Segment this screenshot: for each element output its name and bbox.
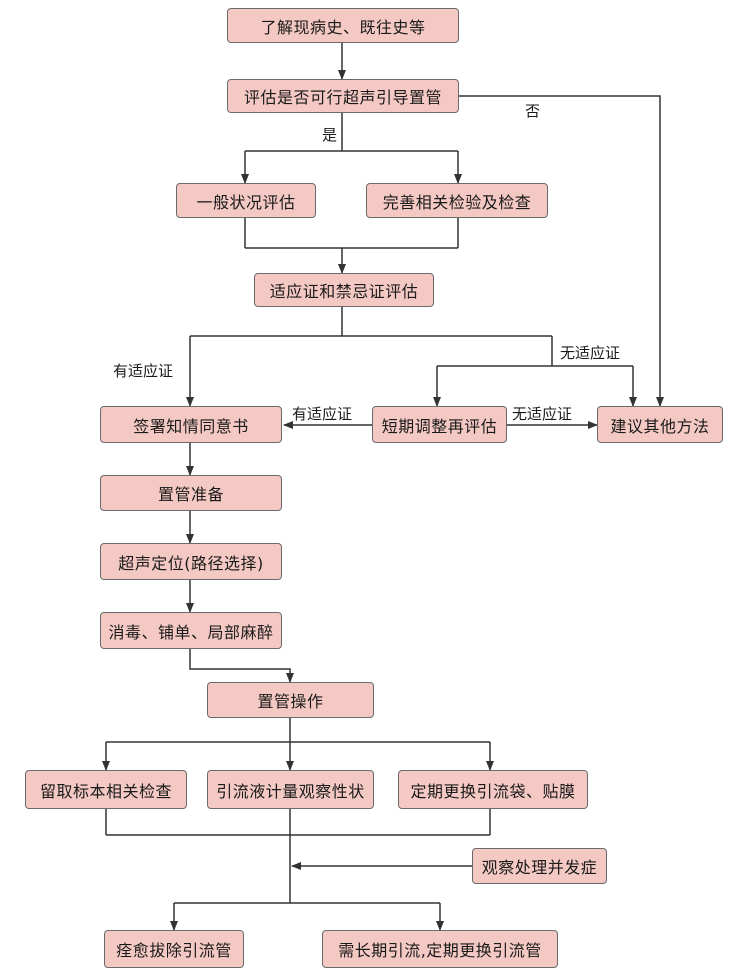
node-indications: 适应证和禁忌证评估	[254, 273, 434, 307]
node-replace: 定期更换引流袋、贴膜	[398, 770, 588, 809]
node-remove: 痊愈拔除引流管	[104, 930, 244, 968]
label-no-indication-1: 无适应证	[560, 344, 621, 362]
node-consent: 签署知情同意书	[100, 406, 282, 443]
node-assess-ultrasound: 评估是否可行超声引导置管	[227, 79, 459, 113]
label-no: 否	[525, 102, 541, 120]
node-sample: 留取标本相关检查	[25, 770, 187, 809]
label-yes: 是	[322, 126, 338, 144]
node-history: 了解现病史、既往史等	[227, 8, 459, 43]
node-complication: 观察处理并发症	[472, 848, 607, 884]
label-has-indication-2: 有适应证	[292, 405, 353, 423]
node-observe: 引流液计量观察性状	[207, 770, 374, 809]
node-disinfect: 消毒、铺单、局部麻醉	[100, 612, 282, 649]
node-reassess: 短期调整再评估	[372, 406, 507, 443]
node-prepare: 置管准备	[100, 475, 282, 511]
label-has-indication-1: 有适应证	[113, 362, 174, 380]
node-operate: 置管操作	[207, 682, 374, 718]
label-no-indication-2: 无适应证	[512, 405, 573, 423]
node-general-assessment: 一般状况评估	[176, 183, 316, 218]
node-tests: 完善相关检验及检查	[366, 183, 548, 218]
node-other-methods: 建议其他方法	[597, 406, 723, 443]
node-locate: 超声定位(路径选择)	[100, 543, 282, 580]
node-long-term: 需长期引流,定期更换引流管	[322, 930, 558, 968]
